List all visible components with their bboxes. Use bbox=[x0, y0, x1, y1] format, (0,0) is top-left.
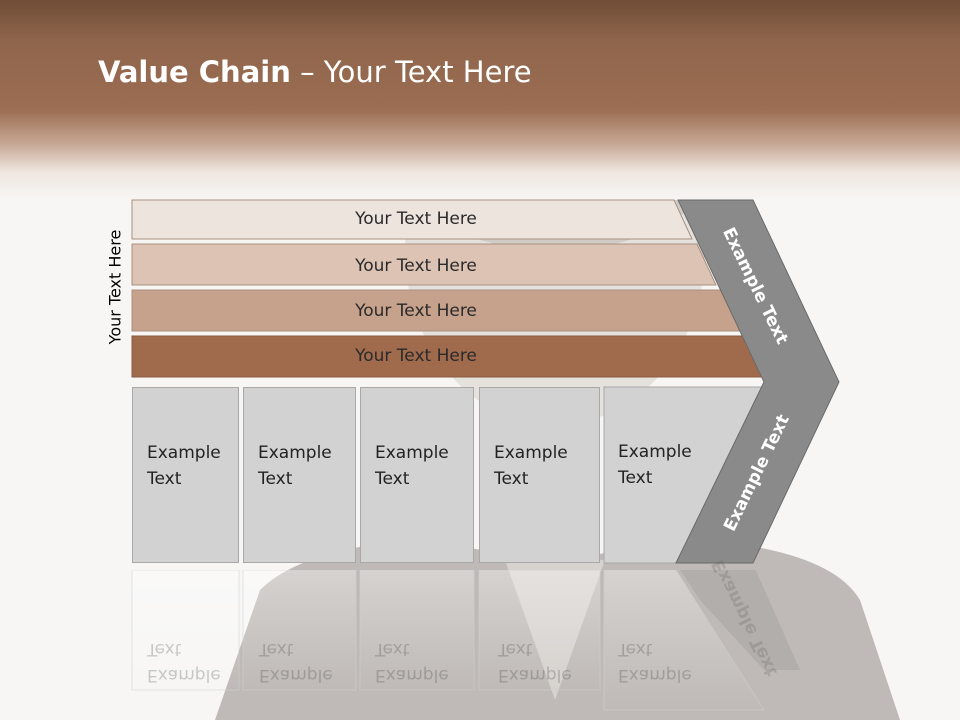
bar-1-label: Your Text Here bbox=[355, 209, 477, 229]
title-bold: Value Chain bbox=[98, 55, 291, 89]
bar-2-label: Your Text Here bbox=[355, 256, 477, 276]
title-rest: – Your Text Here bbox=[290, 55, 532, 89]
box-4-line1: Example bbox=[494, 443, 568, 463]
bar-2-shape[interactable] bbox=[131, 243, 717, 286]
box-3-line1: Example bbox=[375, 443, 449, 463]
bar-4-label: Your Text Here bbox=[355, 346, 477, 366]
slide-title: Value Chain – Your Text Here bbox=[98, 55, 532, 89]
box-3-line2: Text bbox=[375, 469, 410, 489]
chevron-shape[interactable] bbox=[675, 199, 840, 564]
bar-3-label: Your Text Here bbox=[355, 301, 477, 321]
box-4-line2: Text bbox=[494, 469, 529, 489]
box-2-line2: Text bbox=[258, 469, 293, 489]
header-band bbox=[0, 0, 960, 200]
box-1-line1: Example bbox=[147, 443, 221, 463]
box-1-line2: Text bbox=[147, 469, 182, 489]
box-2-line1: Example bbox=[258, 443, 332, 463]
box-5-line1: Example bbox=[618, 442, 692, 462]
box-5-line2: Text bbox=[618, 468, 653, 488]
bar-1-shape[interactable] bbox=[131, 199, 693, 240]
